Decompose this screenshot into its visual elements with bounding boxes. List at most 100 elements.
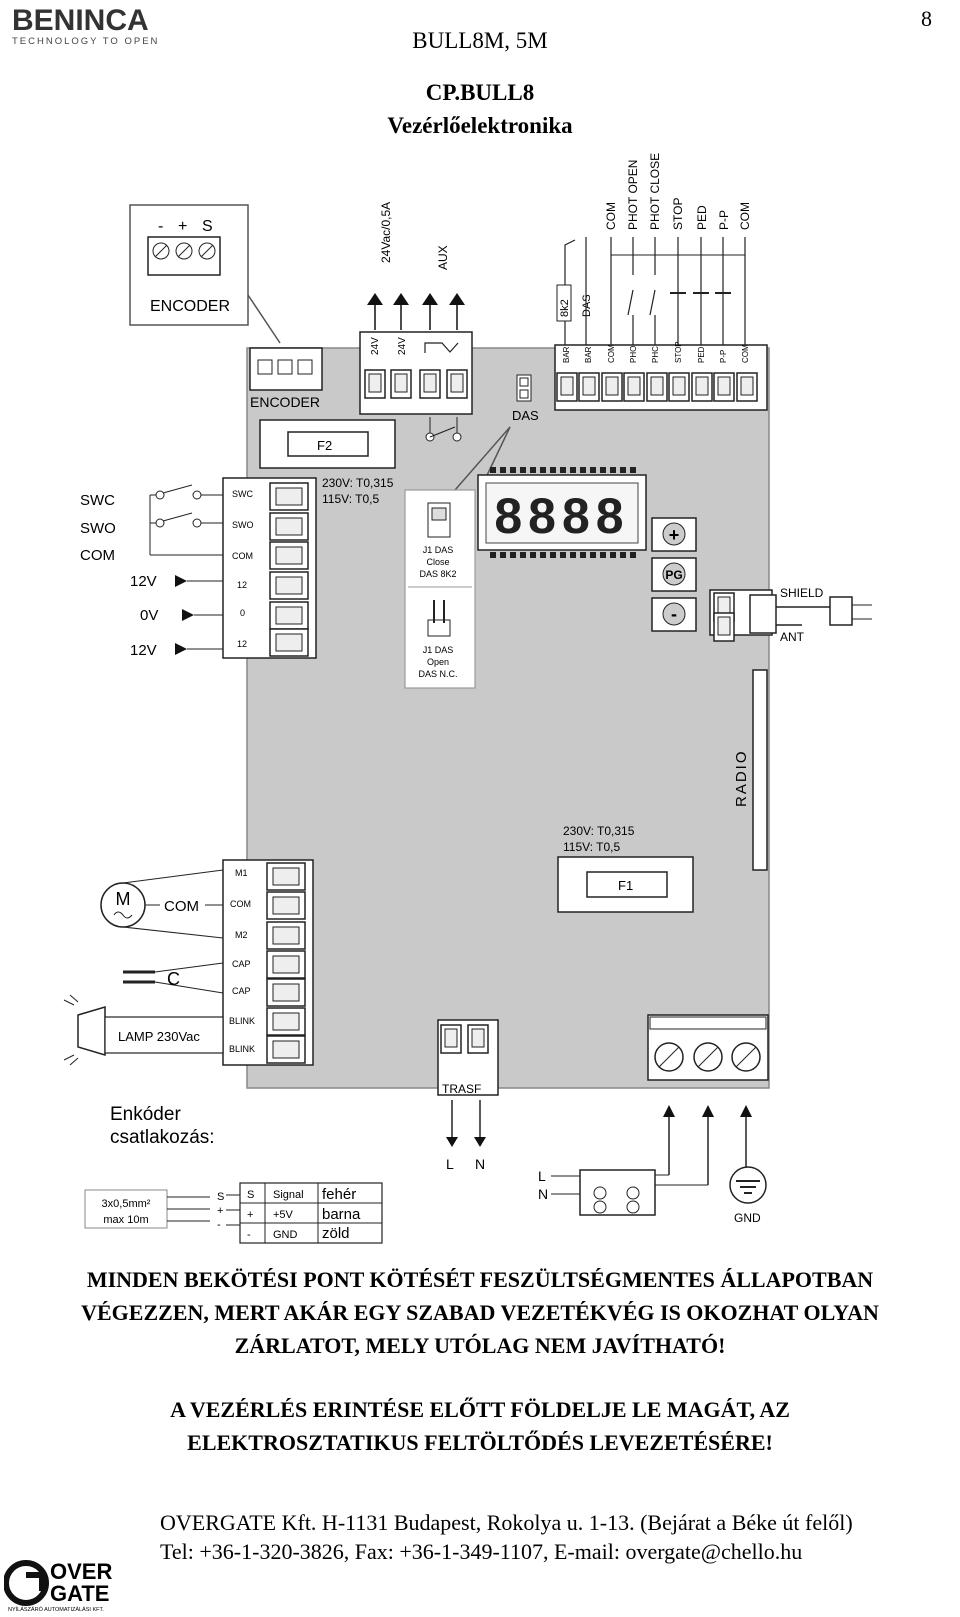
j1-open-line1: J1 DAS	[423, 645, 454, 655]
page-subtitle: Vezérlőelektronika	[387, 113, 573, 138]
encoder-pin-s: S	[202, 218, 213, 235]
top-pin-bar-1: BAR	[562, 346, 571, 363]
left-ext-com: COM	[80, 547, 115, 564]
ant-label: ANT	[780, 630, 805, 644]
cable-pin-s: S	[217, 1191, 224, 1203]
enc-table-r1c1: S	[247, 1189, 254, 1201]
cable-pin-plus: +	[217, 1205, 223, 1217]
encoder-connector-label: ENCODER	[250, 394, 320, 410]
motor-pin-cap-2: CAP	[232, 986, 251, 996]
button-plus[interactable]: +	[651, 517, 697, 552]
out-pin-24v-2: 24V	[397, 337, 408, 355]
motor-pin-m1: M1	[235, 868, 248, 878]
left-pin-swc: SWC	[232, 489, 253, 499]
enc-conn-title-2: csatlakozás:	[110, 1127, 215, 1148]
out-24vac-label: 24Vac/0,5A	[379, 202, 393, 263]
button-minus[interactable]: -	[651, 597, 697, 632]
bar-das: DAS	[581, 294, 593, 317]
antenna-connector: SHIELD ANT	[709, 586, 872, 644]
left-pin-12-1: 12	[237, 580, 247, 590]
top-pin-ped: PED	[697, 346, 706, 363]
aux-output-terminals: 24Vac/0,5A AUX 24V 24V	[359, 202, 473, 442]
button-pg-label: PG	[665, 568, 682, 582]
left-pin-0: 0	[240, 608, 245, 618]
enc-table-r1c2: Signal	[273, 1189, 304, 1201]
left-terminals: SWC SWO COM 12V 0V 12V SWC SWO COM 12 0 …	[80, 477, 317, 659]
motor-symbol: M	[116, 889, 131, 909]
das-jumper-label: DAS	[512, 408, 539, 423]
page-title: CP.BULL8	[425, 80, 535, 105]
warning-line-1: MINDEN BEKÖTÉSI PONT KÖTÉSÉT FESZÜLTSÉGM…	[86, 1267, 874, 1292]
top-pin-com-2: COM	[741, 344, 750, 363]
left-ext-12v-1: 12V	[130, 573, 157, 590]
top-input-ped: PED	[695, 205, 709, 230]
footer-logo-top: OVER	[50, 1559, 112, 1584]
gnd-label: GND	[734, 1211, 761, 1225]
encoder-pin-plus: +	[178, 218, 187, 235]
left-ext-0v: 0V	[140, 607, 158, 624]
button-plus-label: +	[669, 525, 680, 545]
footer-logo-sub: NYÍLÁSZÁRÓ AUTOMATIZÁLÁSI KFT.	[8, 1606, 104, 1613]
top-input-com-1: COM	[604, 202, 618, 230]
trasf-l: L	[446, 1156, 454, 1172]
fuse-f1: 230V: T0,315 115V: T0,5 F1	[557, 824, 694, 913]
top-input-pp: P-P	[717, 210, 731, 230]
motor-pin-blink-2: BLINK	[229, 1044, 255, 1054]
top-pin-pp: P-P	[719, 350, 728, 363]
left-ext-swc: SWC	[80, 492, 115, 509]
button-minus-label: -	[671, 604, 677, 624]
fuse2-spec-1: 230V: T0,315	[322, 476, 394, 490]
footer-logo-bottom: GATE	[50, 1581, 109, 1606]
cable-pin-minus: -	[217, 1219, 221, 1231]
motor-pin-com: COM	[230, 899, 251, 909]
wiring-diagram: - + S ENCODER ENCODER F2 230V: T0,315 11…	[63, 153, 872, 1244]
enc-conn-title-1: Enkóder	[110, 1104, 181, 1125]
model-name: BULL8M, 5M	[412, 28, 548, 53]
motor-pin-m2: M2	[235, 930, 248, 940]
fuse1-spec-1: 230V: T0,315	[563, 824, 635, 838]
shield-label: SHIELD	[780, 586, 824, 600]
footer-address: OVERGATE Kft. H-1131 Budapest, Rokolya u…	[160, 1510, 853, 1535]
motor-pin-cap-1: CAP	[232, 959, 251, 969]
fuse2-spec-2: 115V: T0,5	[322, 492, 379, 506]
enc-table-r2c2: +5V	[273, 1209, 294, 1221]
warning-line-2: VÉGEZZEN, MERT AKÁR EGY SZABAD VEZETÉKVÉ…	[81, 1300, 879, 1325]
motor-com-label: COM	[164, 898, 199, 915]
control-board	[246, 347, 770, 1089]
out-pin-24v-1: 24V	[370, 337, 381, 355]
fuse1-label: F1	[618, 878, 633, 893]
encoder-pin-minus: -	[158, 218, 163, 235]
aux-label: AUX	[436, 245, 450, 270]
mains-n: N	[538, 1186, 548, 1202]
top-input-wiring: COM PHOT OPEN PHOT CLOSE STOP PED P-P CO…	[554, 153, 768, 411]
cable-spec-2: max 10m	[103, 1214, 148, 1226]
cap-label: C	[167, 969, 180, 989]
j1-open-line3: DAS N.C.	[418, 669, 457, 679]
left-ext-swo: SWO	[80, 520, 116, 537]
mains-terminals: L N GND	[538, 1014, 769, 1225]
enc-table-r2c3: barna	[322, 1206, 361, 1223]
left-pin-com: COM	[232, 551, 253, 561]
enc-table-r1c3: fehér	[322, 1186, 356, 1203]
radio-label: RADIO	[733, 749, 750, 807]
bar-8k2: 8k2	[559, 299, 571, 317]
fuse-f2: F2 230V: T0,315 115V: T0,5	[259, 419, 396, 506]
j1-das-card: J1 DAS Close DAS 8K2 J1 DAS Open DAS N.C…	[404, 489, 476, 689]
brand-tagline: TECHNOLOGY TO OPEN	[12, 36, 160, 47]
overgate-logo: OVER GATE NYÍLÁSZÁRÓ AUTOMATIZÁLÁSI KFT.	[4, 1559, 112, 1613]
fuse2-label: F2	[317, 438, 332, 453]
enc-table-r2c1: +	[247, 1209, 253, 1221]
j1-close-line1: J1 DAS	[423, 545, 454, 555]
top-input-phot-close: PHOT CLOSE	[648, 153, 662, 230]
mains-l: L	[538, 1168, 546, 1184]
page-number: 8	[921, 6, 932, 31]
button-pg[interactable]: PG	[651, 557, 697, 592]
seven-segment-display: 8888	[477, 467, 647, 558]
trasf-label: TRASF	[442, 1082, 481, 1096]
top-pin-pho: PHO	[629, 346, 638, 363]
top-pin-stop: STOP	[674, 341, 683, 363]
left-ext-12v-2: 12V	[130, 642, 157, 659]
display-digits: 8888	[494, 488, 629, 544]
j1-close-line3: DAS 8K2	[419, 569, 456, 579]
left-pin-12-2: 12	[237, 639, 247, 649]
